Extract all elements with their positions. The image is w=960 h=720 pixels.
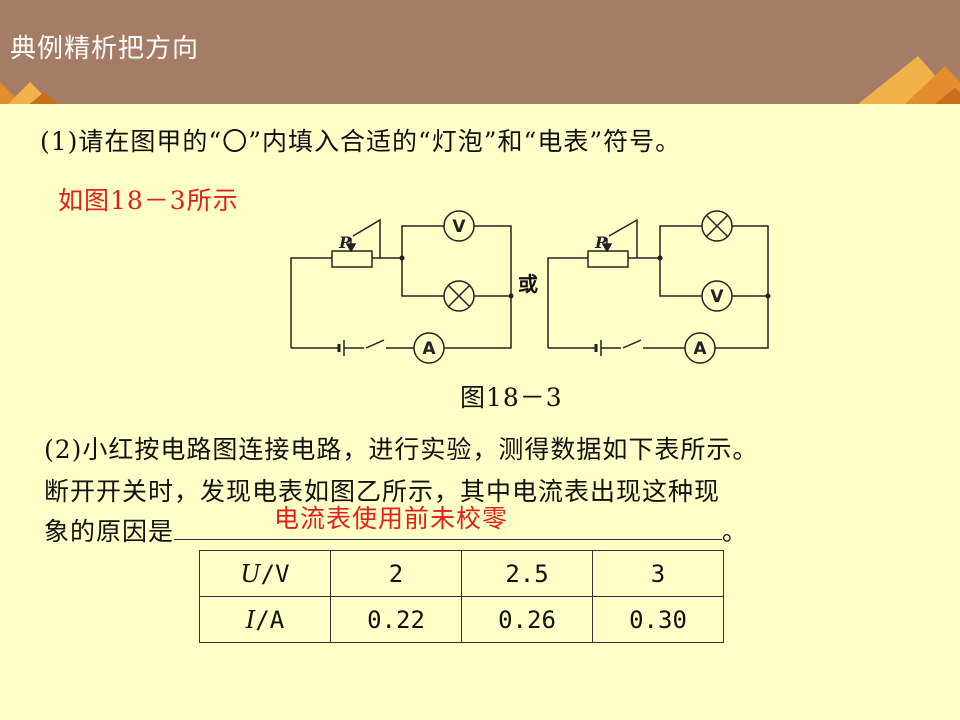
rheostat-label: P	[338, 233, 352, 252]
table-row: I/A 0.22 0.26 0.30	[199, 596, 724, 643]
question-2-suffix: 。	[722, 517, 749, 546]
question-2-line-1: (2)小红按电路图连接电路，进行实验，测得数据如下表所示。	[44, 435, 759, 464]
table-header-cell: U/V	[199, 550, 331, 597]
figure-separator: 或	[518, 272, 538, 296]
answer-blank: 电流表使用前未校零	[174, 504, 723, 540]
circuit-diagram-left	[290, 210, 512, 364]
voltmeter-symbol: V	[452, 217, 466, 237]
table-cell: 0.26	[461, 596, 593, 643]
answer-2-text: 电流表使用前未校零	[274, 504, 509, 533]
slide-title: 典例精析把方向	[10, 34, 200, 64]
answer-1-text: 如图18－3所示	[58, 186, 239, 215]
ammeter-symbol: A	[422, 339, 436, 359]
circuit-diagram-right	[547, 210, 769, 364]
table-cell: 0.30	[592, 596, 724, 643]
table-cell: 0.22	[330, 596, 462, 643]
table-cell: 2	[330, 550, 462, 597]
question-2-line-2: 断开开关时，发现电表如图乙所示，其中电流表出现这种现	[44, 477, 721, 506]
svg-text:P: P	[594, 233, 608, 252]
question-2-prefix: 象的原因是	[44, 517, 175, 546]
slide-header: 典例精析把方向	[0, 0, 960, 104]
decorative-triangles	[0, 56, 960, 104]
question-1-text: (1)请在图甲的“〇”内填入合适的“灯泡”和“电表”符号。	[40, 127, 682, 156]
table-cell: 3	[592, 550, 724, 597]
table-header-cell: I/A	[199, 596, 331, 643]
table-cell: 2.5	[461, 550, 593, 597]
question-2-line-3: 象的原因是 电流表使用前未校零 。	[44, 504, 749, 548]
figure-caption: 图18－3	[460, 383, 563, 412]
table-row: U/V 2 2.5 3	[199, 550, 724, 597]
svg-text:A: A	[693, 339, 707, 359]
svg-text:V: V	[710, 287, 724, 307]
data-table: U/V 2 2.5 3 I/A 0.22 0.26 0.30	[199, 550, 724, 643]
